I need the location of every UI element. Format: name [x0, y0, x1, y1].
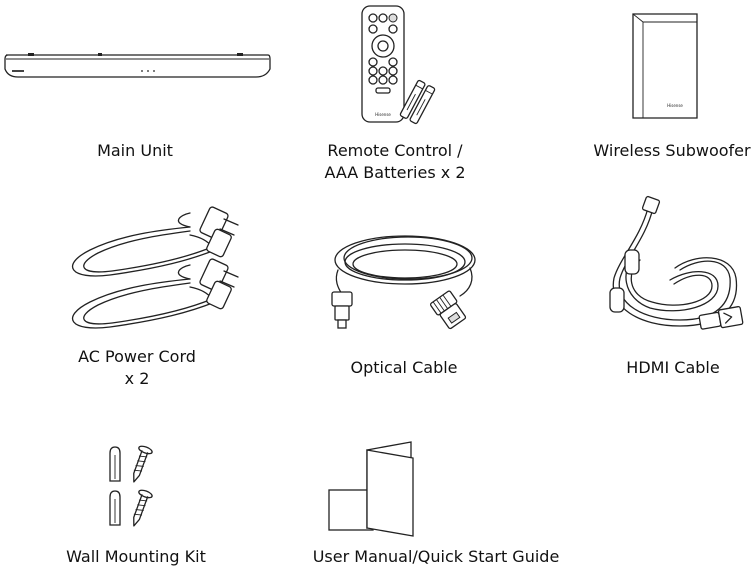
caption-line: Wireless Subwoofer [593, 141, 751, 160]
hdmi-cable-icon [609, 195, 744, 330]
subwoofer-caption: Wireless Subwoofer [593, 140, 750, 162]
caption-line: AAA Batteries x 2 [324, 163, 466, 182]
caption-line: Wall Mounting Kit [66, 547, 206, 566]
caption-line: Optical Cable [350, 358, 458, 377]
caption-line: x 2 [124, 369, 150, 388]
caption-line: Main Unit [97, 141, 173, 160]
caption-line: AC Power Cord [78, 347, 196, 366]
subwoofer-icon: Hisense [632, 13, 698, 119]
soundbar-icon [4, 53, 271, 78]
remote-control-icon: Hisense [361, 5, 436, 125]
caption-line: User Manual/Quick Start Guide [312, 547, 560, 566]
caption-line: Remote Control / [327, 141, 463, 160]
wall-mount-kit-icon [109, 445, 153, 527]
remote-brand-mark: Hisense [375, 112, 391, 117]
optical-cable-icon [331, 235, 476, 330]
user-manual-icon [328, 441, 414, 537]
main-unit-caption: Main Unit [97, 140, 173, 162]
subwoofer-brand-mark: Hisense [667, 103, 683, 108]
user-manual-caption: User Manual/Quick Start Guide [313, 546, 560, 568]
wall-mount-kit-caption: Wall Mounting Kit [66, 546, 206, 568]
hdmi-cable-caption: HDMI Cable [626, 357, 719, 379]
caption-line: HDMI Cable [626, 358, 720, 377]
optical-cable-caption: Optical Cable [350, 357, 457, 379]
power-cord-icon [71, 206, 239, 329]
power-cord-caption: AC Power Cord x 2 [78, 346, 196, 390]
remote-control-caption: Remote Control / AAA Batteries x 2 [324, 140, 465, 184]
